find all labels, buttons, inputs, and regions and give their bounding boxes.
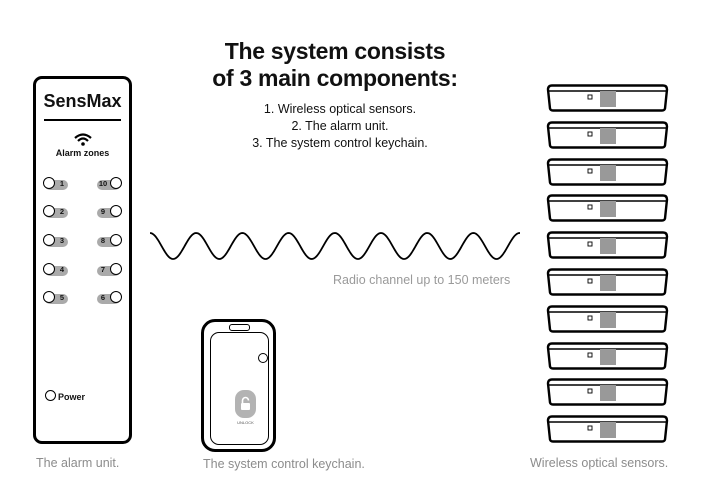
components-list: 1. Wireless optical sensors. 2. The alar…	[210, 101, 470, 152]
zone-number: 5	[59, 293, 65, 302]
zone-indicator: 5	[43, 291, 68, 304]
zone-indicator: 1	[43, 177, 68, 190]
optical-sensor	[546, 415, 669, 443]
component-item: 3. The system control keychain.	[252, 136, 428, 150]
alarm-zones-label: Alarm zones	[55, 148, 110, 158]
zone-number: 6	[100, 293, 106, 302]
control-keychain: UNLOCK	[201, 319, 276, 452]
optical-sensor	[546, 378, 669, 407]
unlock-button	[235, 390, 256, 418]
keychain-caption: The system control keychain.	[203, 457, 365, 471]
component-item: 2. The alarm unit.	[291, 119, 389, 133]
unlock-button-label: UNLOCK	[237, 420, 254, 425]
power-led	[45, 390, 56, 401]
optical-sensor	[546, 305, 669, 333]
optical-sensor	[546, 268, 669, 296]
radio-channel-label: Radio channel up to 150 meters	[333, 273, 511, 287]
brand-divider	[44, 119, 121, 121]
optical-sensor	[546, 194, 669, 223]
zone-number: 1	[59, 179, 65, 188]
keychain-led	[258, 353, 268, 363]
zone-indicator: 6	[97, 291, 122, 304]
zone-number: 2	[59, 207, 65, 216]
keyring-slot	[229, 324, 250, 331]
diagram-title: The system consists of 3 main components…	[170, 38, 500, 92]
wifi-icon	[74, 133, 92, 146]
sensors-caption: Wireless optical sensors.	[530, 456, 669, 470]
radio-wave	[150, 232, 521, 260]
zone-indicator: 7	[97, 263, 122, 276]
alarm-unit-brand: SensMax	[43, 91, 122, 111]
zone-number: 3	[59, 236, 65, 245]
padlock-icon	[241, 396, 250, 410]
keychain-face: UNLOCK	[210, 332, 269, 445]
zone-indicator: 4	[43, 263, 68, 276]
zone-indicator: 2	[43, 205, 68, 218]
optical-sensor	[546, 84, 669, 112]
zone-number: 10	[98, 179, 108, 188]
zone-indicator: 9	[97, 205, 122, 218]
optical-sensor	[546, 231, 669, 259]
zone-indicator: 8	[97, 234, 122, 247]
zone-number: 4	[59, 265, 65, 274]
zone-number: 8	[100, 236, 106, 245]
zone-indicator: 10	[97, 177, 122, 190]
zone-number: 7	[100, 265, 106, 274]
component-item: 1. Wireless optical sensors.	[263, 102, 417, 116]
optical-sensor	[546, 157, 669, 186]
title-line-1: The system consists	[224, 38, 446, 64]
optical-sensor	[546, 121, 669, 149]
power-label: Power	[58, 392, 86, 402]
zone-number: 9	[100, 207, 106, 216]
optical-sensor	[546, 341, 669, 370]
title-line-2: of 3 main components:	[212, 65, 458, 91]
alarm-unit: SensMax Alarm zones 1 2 3 4 5 10 9 8 7 6…	[33, 76, 132, 444]
alarm-unit-caption: The alarm unit.	[36, 456, 120, 470]
zone-indicator: 3	[43, 234, 68, 247]
